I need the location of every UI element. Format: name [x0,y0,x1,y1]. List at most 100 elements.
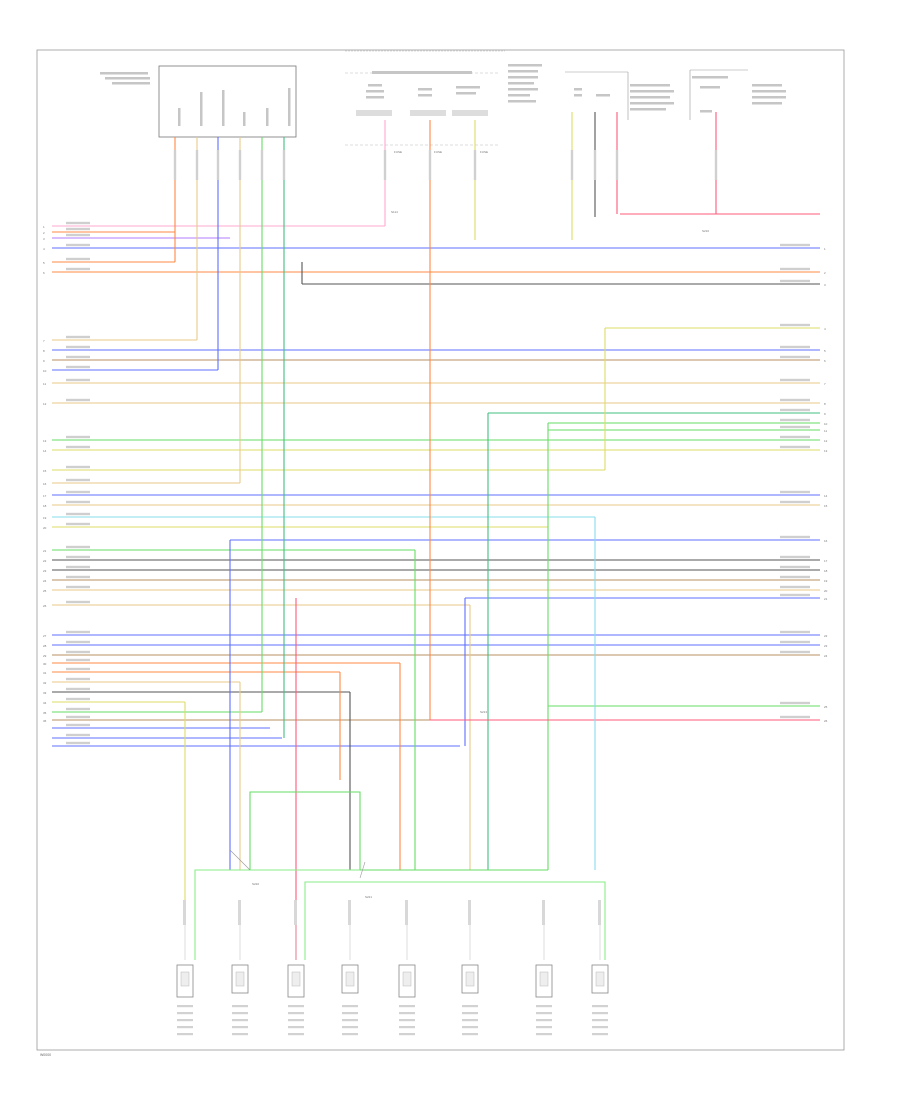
right-pin-21: 21 [824,597,828,601]
injector-1-coil [180,971,190,987]
wire-label-left-12 [66,355,90,359]
injector-6-wire-label [468,900,471,925]
right-pin-2: 2 [824,271,826,275]
injector-4-coil [345,971,355,987]
right-pin-11: 11 [824,429,827,433]
right-pin-6: 6 [824,359,826,363]
wire-label-left-45 [66,723,90,727]
injector-1-caption-4 [177,1026,193,1029]
injector-1-caption-5 [177,1033,193,1036]
left-pin-10: 10 [43,369,47,373]
left-pin-26: 26 [43,604,47,608]
top-wire-label-2 [195,150,199,180]
left-pin-17: 17 [43,494,47,498]
injector-3-caption-3 [288,1019,304,1022]
left-pin-16: 16 [43,482,47,486]
wire-label-left-36 [66,640,90,644]
injector-7-caption-2 [536,1012,552,1015]
wire-label-right-16 [780,408,810,412]
injector-6-caption-4 [462,1026,478,1029]
wire-label-right-33 [780,593,810,597]
injector-5-caption-5 [399,1033,415,1036]
wire-label-left-20 [66,445,90,449]
wire-label-right-27 [780,535,810,539]
injector-5-caption-3 [399,1019,415,1022]
injector-4-caption-2 [342,1012,358,1015]
wire-label-left-40 [66,677,90,681]
injector-3-coil [291,971,301,987]
wire-label-left-26 [66,522,90,526]
top-wire-label-4 [238,150,242,180]
wire-label-right-37 [780,650,810,654]
wire-label-right-30 [780,565,810,569]
wire-label-left-38 [66,658,90,662]
wire-label-left-19 [66,435,90,439]
injector-8-caption-4 [592,1026,608,1029]
injector-4-caption-5 [342,1033,358,1036]
injector-5-caption-2 [399,1012,415,1015]
right-pin-17: 17 [824,559,828,563]
top-wire-label-6 [282,150,286,180]
right-pin-1: 1 [824,247,826,251]
injector-7-caption-4 [536,1026,552,1029]
top-wire-label-5 [260,150,264,180]
top-wire-label-7 [383,150,387,180]
left-pin-number-group: 1234567891011121314151617181920212223242… [43,225,47,723]
injector-3-wire-label [294,900,297,925]
injector-1-caption-2 [177,1012,193,1015]
wire-label-left-4 [66,243,90,247]
left-pin-25: 25 [43,589,47,593]
injector-5-coil [402,971,412,987]
wire-label-left-47 [66,741,90,745]
left-pin-3: 3 [43,237,45,241]
wire-label-right-31 [780,575,810,579]
right-pin-18: 18 [824,569,828,573]
wire-label-right-48 [780,701,810,705]
injector-6-caption-3 [462,1019,478,1022]
fuse-label-2: FUSE [434,150,442,154]
wire-label-left-6 [66,267,90,271]
wire-label-right-12 [780,355,810,359]
injector-8-coil [595,971,605,987]
wire-label-right-19 [780,435,810,439]
ground-component [565,71,674,120]
left-pin-20: 20 [43,526,47,530]
wire-label-right-11 [780,345,810,349]
injector-3-caption-4 [288,1026,304,1029]
right-pin-9: 9 [824,412,826,416]
injector-power-loop [249,791,361,870]
top-wire-label-9 [473,150,477,180]
injector-4-caption-3 [342,1019,358,1022]
left-pin-29: 29 [43,654,47,658]
wire-label-right-49 [780,715,810,719]
right-pin-16: 16 [824,539,828,543]
injector-2-caption-1 [232,1005,248,1008]
right-pin-26: 26 [824,719,828,723]
left-pin-24: 24 [43,579,47,583]
left-pin-33: 33 [43,691,47,695]
left-pin-35: 35 [43,711,47,715]
wire-label-left-11 [66,345,90,349]
wire-label-left-32 [66,585,90,589]
injector-8-caption-5 [592,1033,608,1036]
wire-label-right-36 [780,640,810,644]
wire-label-left-13 [66,365,90,369]
left-pin-18: 18 [43,504,47,508]
vertical-wire-group [174,112,717,960]
right-pin-13: 13 [824,449,828,453]
wire-label-left-41 [66,687,90,691]
fuel-injector-group [176,791,609,1036]
splice-label-3: S213 [480,710,487,714]
wire-label-right-18 [780,425,810,429]
top-wire-label-10 [570,150,574,180]
wire-label-right-20 [780,445,810,449]
tipm-fuse-block [345,71,500,146]
wire-label-right-32 [780,585,810,589]
left-pin-21: 21 [43,549,47,553]
wire-label-right-6 [780,267,810,271]
top-wire-label-3 [216,150,220,180]
left-pin-31: 31 [43,671,47,675]
injector-5-caption-1 [399,1005,415,1008]
right-pin-8: 8 [824,402,826,406]
